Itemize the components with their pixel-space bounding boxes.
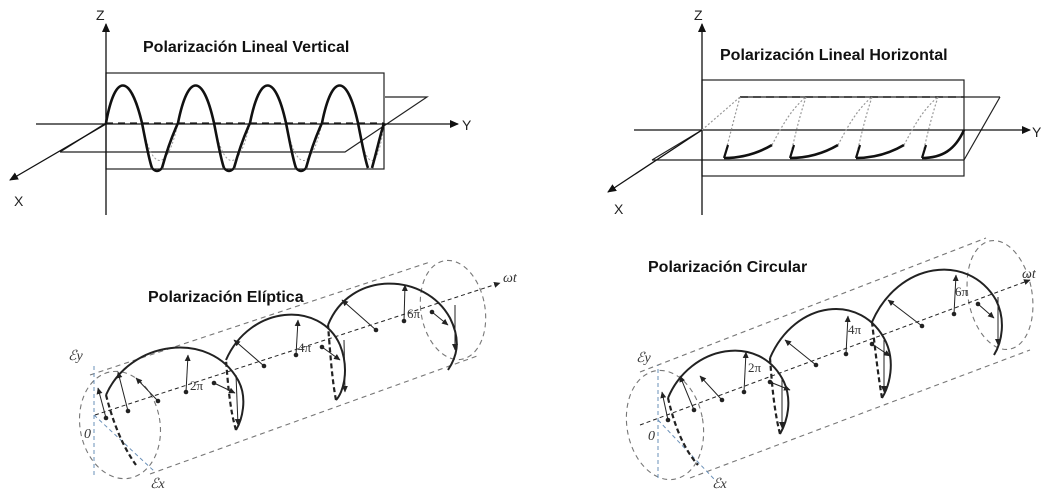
axis-ex-line bbox=[93, 414, 156, 473]
xy-plane bbox=[651, 96, 1001, 161]
label-6pi: 6π bbox=[407, 306, 421, 321]
xz-plane-box bbox=[701, 79, 965, 177]
label-ey: ℰy bbox=[636, 351, 651, 366]
axis-x-line bbox=[9, 123, 107, 181]
label-2pi: 2π bbox=[190, 378, 204, 393]
label-2pi: 2π bbox=[748, 360, 762, 375]
title-circular: Polarización Circular bbox=[648, 259, 807, 276]
panel-linear-horizontal: Polarización Lineal Horizontal Z Y X bbox=[607, 7, 1042, 217]
axis-wt-line bbox=[94, 282, 501, 416]
wave-vertical bbox=[104, 84, 386, 169]
title-linear-horizontal: Polarización Lineal Horizontal bbox=[720, 47, 948, 64]
label-z: Z bbox=[96, 7, 105, 23]
axis-ex-line bbox=[657, 419, 716, 481]
label-z: Z bbox=[694, 7, 703, 23]
axis-x-line bbox=[607, 129, 703, 193]
label-y: Y bbox=[1032, 124, 1042, 140]
label-4pi: 4π bbox=[848, 322, 862, 337]
wave-horizontal bbox=[701, 96, 966, 160]
label-4pi: 4π bbox=[298, 340, 312, 355]
panel-linear-vertical: Polarización Lineal Vertical Z Y X bbox=[9, 7, 472, 215]
axis-wt-line bbox=[639, 279, 1031, 426]
panel-circular: Polarización Circular ℰy ℰx ωt 0 2π 4π 6… bbox=[625, 237, 1037, 490]
title-linear-vertical: Polarización Lineal Vertical bbox=[143, 39, 349, 56]
label-6pi: 6π bbox=[955, 284, 969, 299]
label-origin: 0 bbox=[648, 429, 655, 444]
label-wt: ωt bbox=[503, 271, 518, 286]
label-ex: ℰx bbox=[712, 477, 727, 490]
label-y: Y bbox=[462, 117, 472, 133]
label-ex: ℰx bbox=[150, 477, 165, 490]
label-ey: ℰy bbox=[68, 349, 83, 364]
label-x: X bbox=[614, 201, 624, 217]
panel-elliptic: Polarización Elíptica ℰy ℰx ωt 0 2π 4π 6… bbox=[68, 259, 518, 490]
label-origin: 0 bbox=[84, 427, 91, 442]
title-elliptic: Polarización Elíptica bbox=[148, 289, 304, 306]
label-x: X bbox=[14, 193, 24, 209]
label-wt: ωt bbox=[1022, 267, 1037, 282]
